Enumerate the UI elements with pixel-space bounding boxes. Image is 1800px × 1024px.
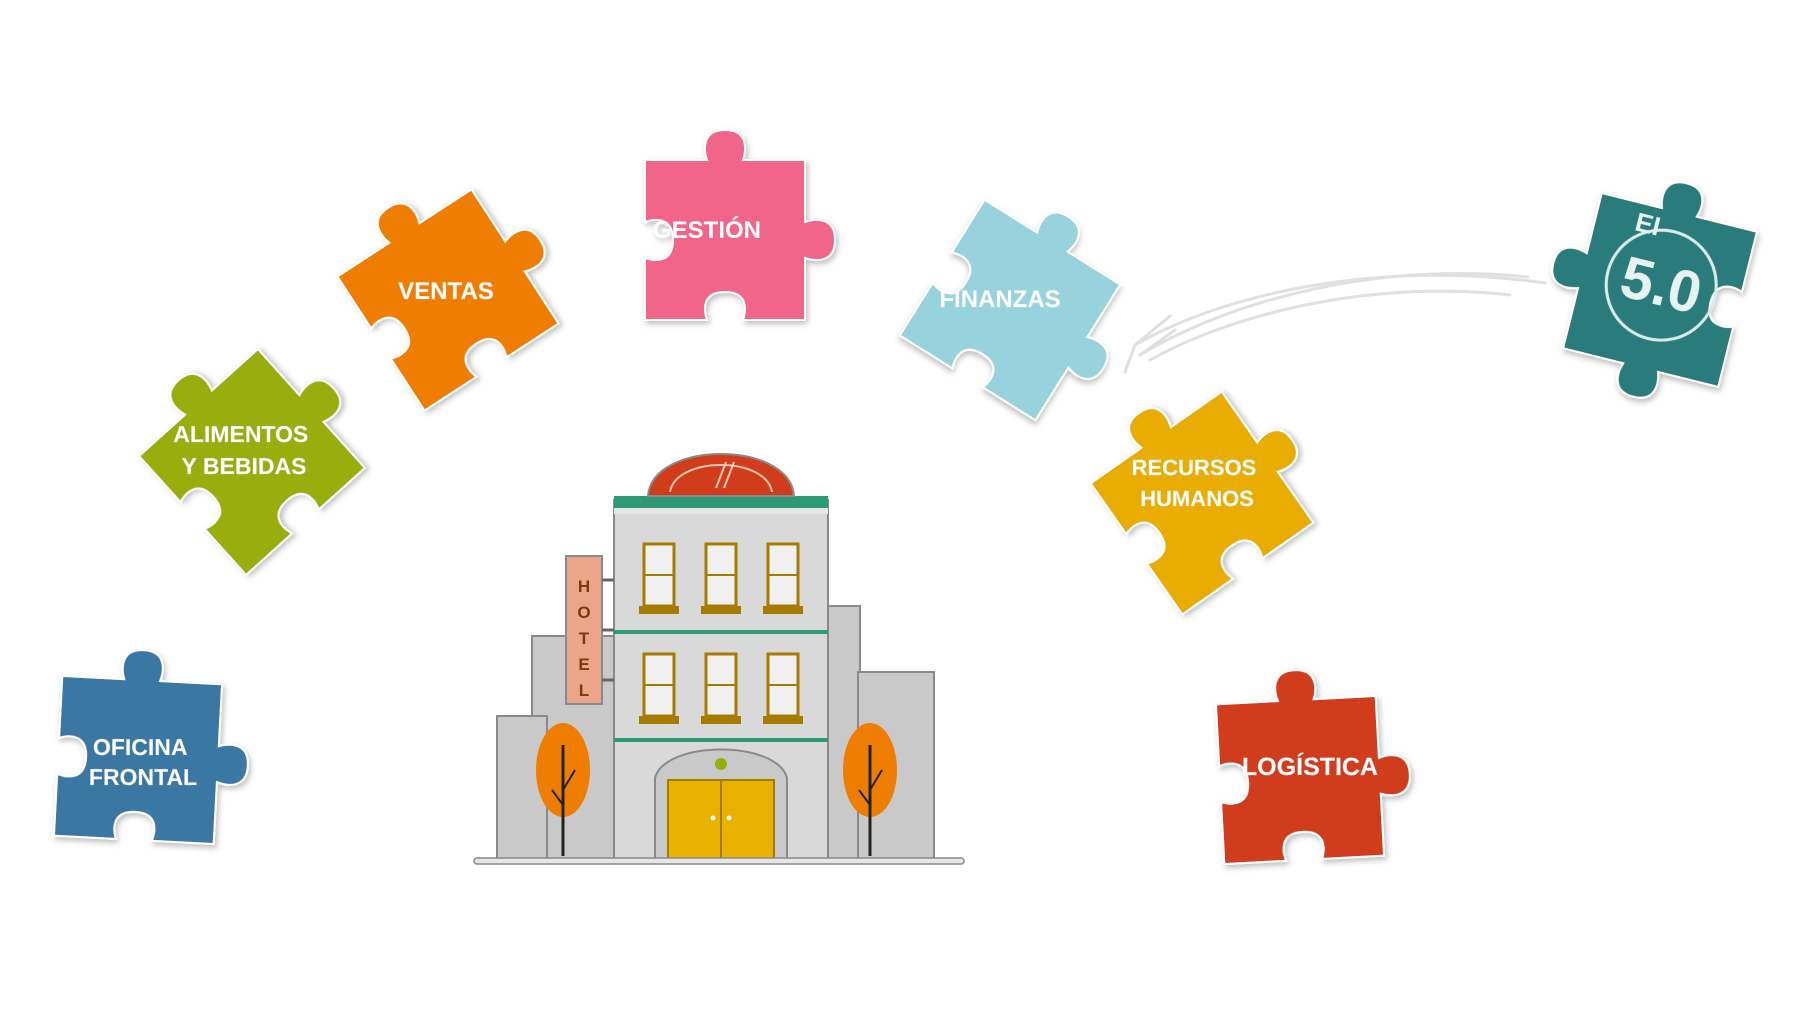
- puzzle-shape: [1072, 348, 1339, 616]
- hotel-building-icon: H O T E L: [473, 453, 965, 865]
- sign-letter: E: [578, 655, 589, 674]
- puzzle-piece-alimentos-bebidas: ALIMENTOS Y BEBIDAS: [117, 305, 389, 576]
- piece-label: RECURSOS HUMANOS: [1132, 455, 1263, 511]
- tree-icon: [536, 723, 590, 856]
- sign-letter: L: [579, 681, 589, 700]
- sign-letter: O: [577, 603, 590, 622]
- puzzle-piece-gestion: GESTIÓN: [644, 129, 836, 321]
- arrow-icon: [1123, 272, 1547, 374]
- ei-5-0-badge: EI 5.0: [1525, 155, 1766, 418]
- sign-letter: H: [578, 577, 590, 596]
- tree-icon: [843, 723, 897, 856]
- piece-label: FINANZAS: [939, 286, 1060, 313]
- piece-label: ALIMENTOS Y BEBIDAS: [173, 421, 314, 479]
- piece-label: LOGÍSTICA: [1242, 752, 1378, 781]
- puzzle-piece-oficina-frontal: OFICINA FRONTAL: [52, 644, 255, 847]
- sign-letter: T: [579, 629, 590, 648]
- hotel-sign: H O T E L: [565, 555, 614, 705]
- badge-ring: [1604, 228, 1718, 342]
- puzzle-piece-logistica: LOGÍSTICA: [1213, 663, 1416, 866]
- piece-label: GESTIÓN: [653, 216, 761, 244]
- piece-label: VENTAS: [398, 278, 494, 305]
- puzzle-piece-finanzas: FINANZAS: [898, 173, 1163, 438]
- puzzle-piece-recursos-humanos: RECURSOS HUMANOS: [1072, 348, 1339, 616]
- puzzle-piece-ventas: VENTAS: [319, 146, 585, 412]
- piece-label: OFICINA FRONTAL: [89, 734, 197, 790]
